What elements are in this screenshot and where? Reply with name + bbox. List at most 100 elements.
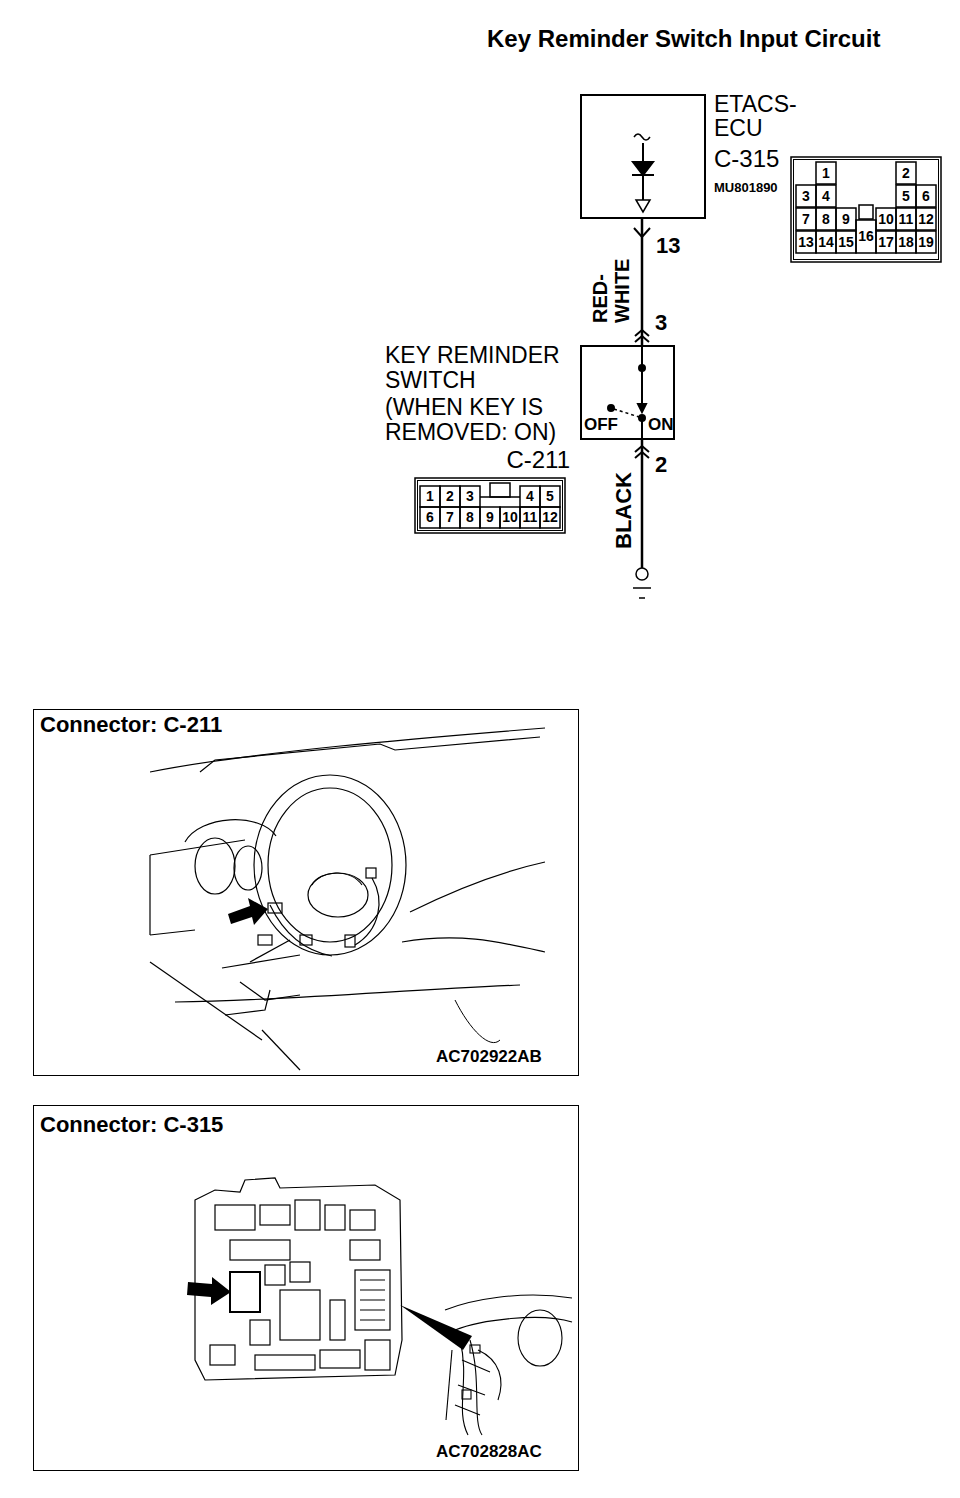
connector-pin-number: 15	[836, 231, 856, 253]
relay-box-illustration	[260, 1205, 290, 1225]
ground-symbol	[639, 597, 645, 599]
diode-symbol	[633, 162, 653, 175]
switch-symbol	[641, 368, 643, 408]
connector-pin-grid	[520, 507, 540, 528]
relay-box-illustration	[280, 1290, 320, 1340]
relay-box-illustration	[255, 1355, 315, 1370]
connector-pin-grid	[415, 478, 565, 533]
diode-symbol	[636, 200, 650, 212]
dashboard-illustration	[200, 737, 540, 772]
connector-view-panel: Connector: C-211AC702922AB	[33, 709, 579, 1076]
connector-pin-grid	[916, 208, 936, 230]
switch-position: ON	[648, 415, 674, 435]
dashboard-illustration	[518, 1310, 562, 1366]
pointer-arrow	[228, 898, 268, 925]
dashboard-illustration	[455, 1360, 490, 1415]
connector-pin-grid	[896, 231, 916, 253]
ground-symbol	[636, 568, 648, 580]
connector-id: C-211	[500, 446, 570, 473]
panel-title: Connector: C-211	[40, 712, 222, 737]
diagram-title: Key Reminder Switch Input Circuit	[487, 25, 880, 53]
connector-pin-grid	[896, 185, 916, 207]
relay-box-illustration	[330, 1300, 345, 1340]
relay-box-illustration	[365, 1340, 390, 1370]
dashboard-illustration	[300, 935, 312, 945]
connector-pin-grid	[420, 507, 440, 528]
connector-pin-number: 3	[460, 486, 480, 507]
connector-pin-grid	[856, 220, 876, 253]
relay-box-illustration	[350, 1240, 380, 1260]
connector-pin-grid	[916, 231, 936, 253]
connector-pin-grid	[500, 507, 520, 528]
connector-pin-grid	[859, 205, 873, 219]
connector-pin-grid	[480, 507, 500, 528]
connector-pin-number: 16	[856, 220, 876, 253]
connector-pin-grid	[796, 185, 816, 207]
dashboard-illustration	[195, 838, 235, 894]
switch-position: OFF	[584, 415, 618, 435]
connector-pin-grid	[480, 496, 520, 498]
switch-note: (WHEN KEY IS REMOVED: ON)	[385, 395, 565, 445]
connector-pin-grid	[816, 162, 836, 184]
dashboard-illustration	[150, 728, 545, 1070]
pointer-arrow	[187, 1277, 231, 1305]
dashboard-illustration	[446, 1350, 452, 1420]
dashboard-illustration	[234, 846, 262, 890]
part-number: MU801890	[714, 180, 778, 195]
connector-pin-grid	[460, 486, 480, 507]
dashboard-illustration	[175, 985, 520, 1002]
switch-symbol	[641, 418, 643, 440]
dashboard-illustration	[149, 855, 150, 935]
dashboard-illustration	[366, 868, 376, 878]
pin-number: 13	[656, 233, 680, 258]
connector-pin-grid	[836, 208, 856, 230]
connector-pin-number: 1	[816, 162, 836, 184]
figure-code: AC702922AB	[436, 1047, 542, 1067]
relay-box-illustration	[355, 1270, 390, 1330]
connector-pin-number: 5	[896, 185, 916, 207]
connector-view-panel: Connector: C-315AC702828AC	[33, 1105, 579, 1471]
dashboard-illustration	[345, 935, 355, 947]
relay-box-illustration	[210, 1345, 235, 1365]
connector-pin-number: 1	[420, 486, 440, 507]
relay-box-illustration	[295, 1200, 320, 1230]
connector-pin-number: 7	[440, 507, 460, 528]
diode-symbol	[632, 174, 654, 176]
connector-pin-number: 4	[520, 486, 540, 507]
ground-symbol	[633, 587, 651, 589]
connector-pin-grid	[440, 486, 460, 507]
dashboard-illustration	[445, 1295, 572, 1310]
wire-color: BLACK	[611, 472, 636, 549]
connector-pin-number: 12	[540, 507, 560, 528]
connector-pin-grid	[796, 208, 816, 230]
connector-pin-grid	[440, 507, 460, 528]
connector-pin-grid	[490, 483, 510, 497]
ground-wire	[641, 440, 644, 568]
figure-code: AC702828AC	[436, 1442, 542, 1462]
dashboard-illustration	[478, 1350, 501, 1400]
connector-pin-grid	[791, 157, 941, 262]
connector-pin-number: 8	[460, 507, 480, 528]
connector-pin-number: 9	[836, 208, 856, 230]
dashboard-illustration	[455, 1317, 572, 1330]
relay-box-illustration	[360, 1280, 385, 1320]
connector-pin-number: 3	[796, 185, 816, 207]
dashboard-illustration	[225, 990, 270, 1015]
dashboard-illustration	[445, 1295, 572, 1435]
dashboard-illustration	[470, 1340, 482, 1435]
switch-box: KEY REMINDER SWITCH(WHEN KEY IS REMOVED:…	[580, 345, 675, 440]
connector-pin-grid	[460, 507, 480, 528]
dashboard-illustration	[308, 873, 368, 917]
wire	[642, 219, 643, 345]
connector-pin-number: 11	[896, 208, 916, 230]
connector-pin-number: 7	[796, 208, 816, 230]
relay-box-illustration	[195, 1178, 402, 1380]
connector-pin-grid	[876, 231, 896, 253]
pin-number: 3	[655, 310, 667, 335]
connector-pin-number: 8	[816, 208, 836, 230]
connector-pin-grid	[896, 162, 916, 184]
connector-pin-grid	[791, 157, 941, 262]
wire-color: RED- WHITE	[589, 253, 633, 323]
